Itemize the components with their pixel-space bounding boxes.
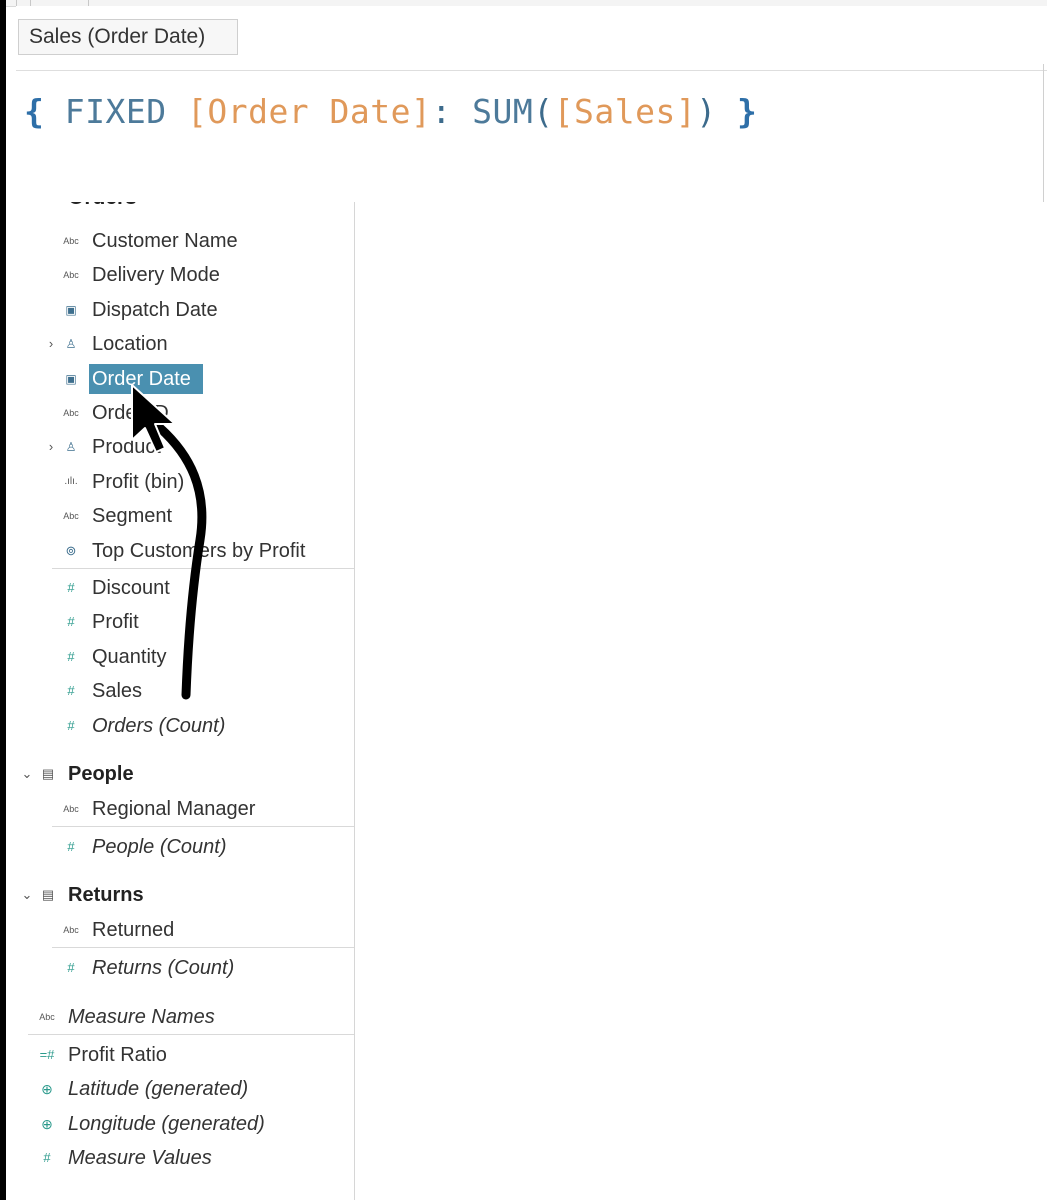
hash-icon: # — [67, 649, 75, 664]
calendar-icon: ▣ — [65, 372, 77, 386]
formula-colon: : — [431, 92, 452, 131]
field-label: Sales — [92, 680, 143, 702]
formula-measure: [Sales] — [553, 92, 697, 131]
hash-icon: # — [67, 580, 75, 595]
formula-close-paren: ) — [696, 92, 717, 131]
globe-icon: ⊕ — [41, 1081, 53, 1097]
field-label: Discount — [92, 577, 170, 599]
hash-icon: # — [67, 839, 75, 854]
field-label: Top Customers by Profit — [92, 540, 306, 562]
formula-keyword-fixed: FIXED — [64, 92, 167, 131]
editor-border — [1043, 64, 1044, 202]
field-label: Measure Names — [68, 1006, 215, 1028]
abc-icon: Abc — [63, 408, 79, 418]
editor-separator — [16, 70, 1047, 71]
chevron-right-icon[interactable]: › — [48, 439, 54, 454]
abc-icon: Abc — [63, 270, 79, 280]
abc-icon: Abc — [63, 804, 79, 814]
field-label: Longitude (generated) — [68, 1113, 265, 1135]
field-label: Delivery Mode — [92, 264, 220, 286]
section-divider — [52, 947, 354, 948]
set-icon: ⊚ — [65, 543, 77, 558]
calendar-icon: ▣ — [65, 303, 77, 317]
abc-icon: Abc — [63, 511, 79, 521]
group-title-orders: Orders — [68, 202, 137, 210]
table-icon: ▤ — [41, 766, 55, 781]
bin-icon: .ılı. — [64, 476, 78, 487]
abc-icon: Abc — [63, 236, 79, 246]
hash-icon: # — [67, 683, 75, 698]
section-divider — [52, 826, 354, 827]
field-label: Returns (Count) — [92, 957, 235, 979]
globe-icon: ⊕ — [41, 1116, 53, 1132]
calculation-editor: Sales (Order Date) { FIXED [Order Date]:… — [16, 6, 1047, 202]
group-title-returns: Returns — [68, 884, 144, 906]
hierarchy-icon: ♙ — [65, 337, 77, 351]
chevron-right-icon[interactable]: › — [48, 336, 54, 351]
field-label: People (Count) — [92, 836, 227, 858]
field-label: Profit — [92, 611, 139, 633]
hash-icon: # — [67, 614, 75, 629]
abc-icon: Abc — [63, 925, 79, 935]
field-label: Dispatch Date — [92, 299, 218, 321]
field-label: Product — [92, 436, 161, 458]
chevron-down-icon[interactable]: ⌄ — [21, 887, 33, 902]
hierarchy-icon: ♙ — [65, 440, 77, 454]
field-label: Order Date — [89, 364, 203, 394]
field-label: Profit Ratio — [68, 1044, 167, 1066]
field-label: Segment — [92, 505, 173, 527]
data-pane: ⌄ Orders Abc Customer Name Abc Delivery … — [16, 202, 355, 1200]
formula-open-paren: ( — [533, 92, 554, 131]
field-label: Regional Manager — [92, 798, 256, 820]
field-label: Customer Name — [92, 230, 238, 252]
calculation-name-field[interactable]: Sales (Order Date) — [18, 19, 238, 55]
field-label: Returned — [92, 919, 175, 941]
group-title-people: People — [68, 763, 134, 785]
hash-icon: # — [43, 1150, 51, 1165]
field-label: Orders (Count) — [92, 715, 226, 737]
calc-hash-icon: =# — [39, 1047, 55, 1062]
table-icon: ▤ — [41, 887, 55, 902]
chevron-down-icon[interactable]: ⌄ — [20, 202, 31, 204]
section-divider — [52, 568, 354, 569]
field-label: Location — [92, 333, 168, 355]
hash-icon: # — [67, 718, 75, 733]
formula-dimension: [Order Date] — [186, 92, 432, 131]
abc-icon: Abc — [39, 1012, 55, 1022]
field-label: Order ID — [92, 402, 169, 424]
field-label: Measure Values — [68, 1147, 212, 1169]
formula-close-brace: } — [736, 92, 758, 131]
section-divider — [28, 1034, 354, 1035]
field-label: Profit (bin) — [92, 471, 185, 493]
field-label: Latitude (generated) — [68, 1078, 249, 1100]
window-edge — [0, 0, 6, 1200]
formula-function: SUM — [472, 92, 534, 131]
formula-text-area[interactable]: { FIXED [Order Date]: SUM([Sales]) } — [24, 92, 757, 132]
field-label: Quantity — [92, 646, 167, 668]
chevron-down-icon[interactable]: ⌄ — [21, 766, 33, 781]
hash-icon: # — [67, 960, 75, 975]
formula-open-brace: { — [24, 92, 45, 131]
